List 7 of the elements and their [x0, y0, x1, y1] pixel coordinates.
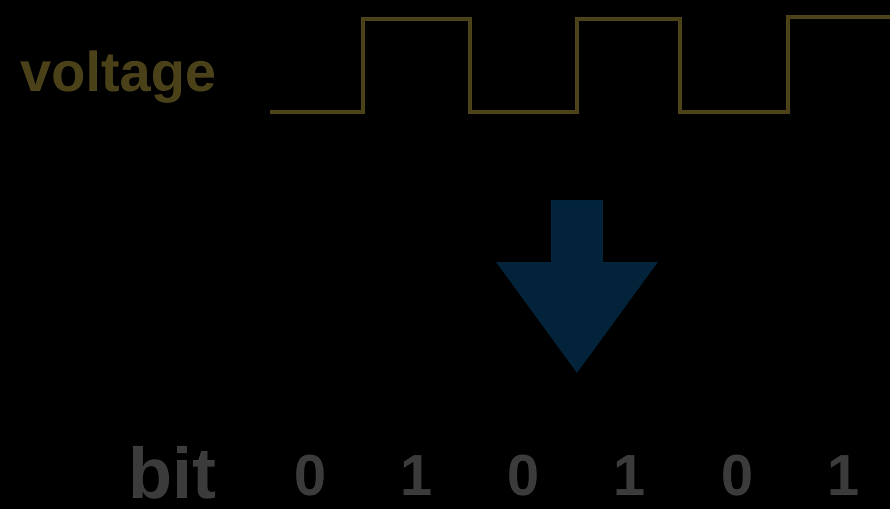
- bit-value: 1: [826, 447, 860, 505]
- bit-value: 1: [612, 447, 646, 505]
- bit-value: 0: [720, 447, 754, 505]
- row-label: bit: [128, 438, 216, 509]
- bit-value: 1: [400, 447, 432, 505]
- bit-value: 0: [294, 447, 326, 505]
- bit-value: 0: [506, 447, 540, 505]
